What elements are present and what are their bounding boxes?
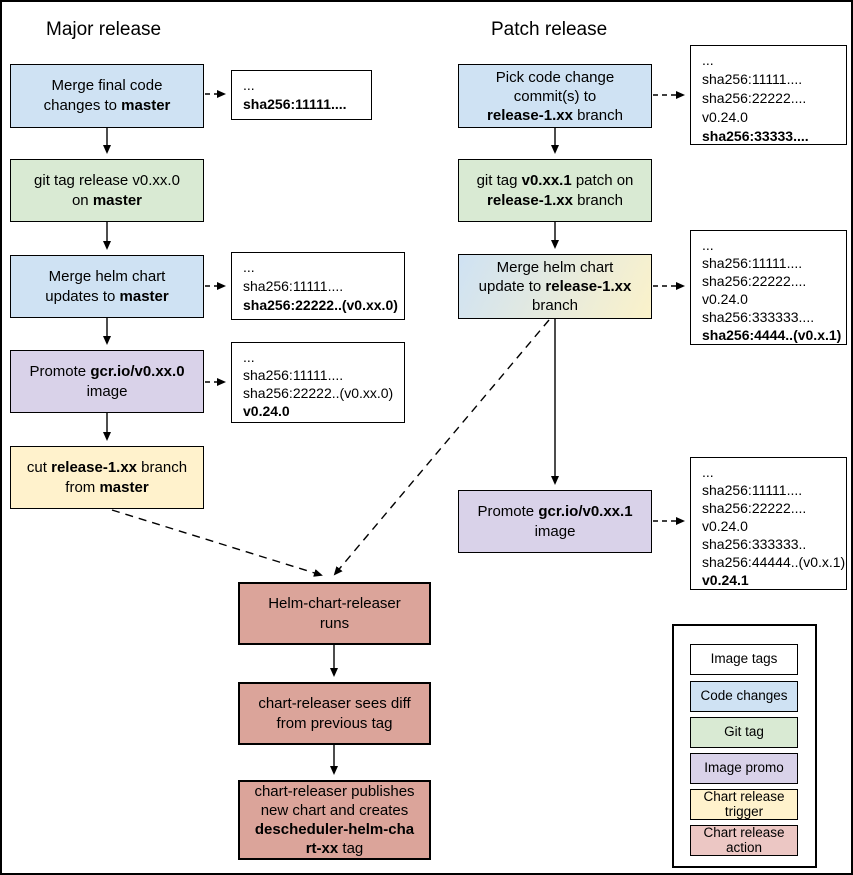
major-image-tags-1: ...sha256:11111.... (231, 70, 372, 120)
patch-image-tags-3: ...sha256:11111....sha256:22222....v0.24… (690, 457, 847, 590)
major-image-tags-2: ...sha256:11111....sha256:22222..(v0.xx.… (231, 252, 405, 320)
legend-item-chart-release-action: Chart release action (690, 825, 798, 856)
legend-item-code-changes: Code changes (690, 681, 798, 712)
legend-item-chart-release-trigger: Chart release trigger (690, 789, 798, 820)
patch-release-heading: Patch release (491, 19, 608, 40)
patch-image-tags-1: ...sha256:11111....sha256:22222....v0.24… (690, 45, 847, 145)
dashed-arrow-cut-branch-to-releaser (111, 509, 323, 577)
major-release-heading: Major release (46, 19, 162, 40)
major-image-tags-3: ...sha256:11111....sha256:22222..(v0.xx.… (231, 342, 405, 423)
legend-item-git-tag: Git tag (690, 717, 798, 748)
legend-item-image-tags: Image tags (690, 644, 798, 675)
legend-item-image-promo: Image promo (690, 753, 798, 784)
legend: Image tags Code changes Git tag Image pr… (672, 624, 817, 868)
patch-image-tags-2: ...sha256:11111....sha256:22222....v0.24… (690, 230, 847, 345)
